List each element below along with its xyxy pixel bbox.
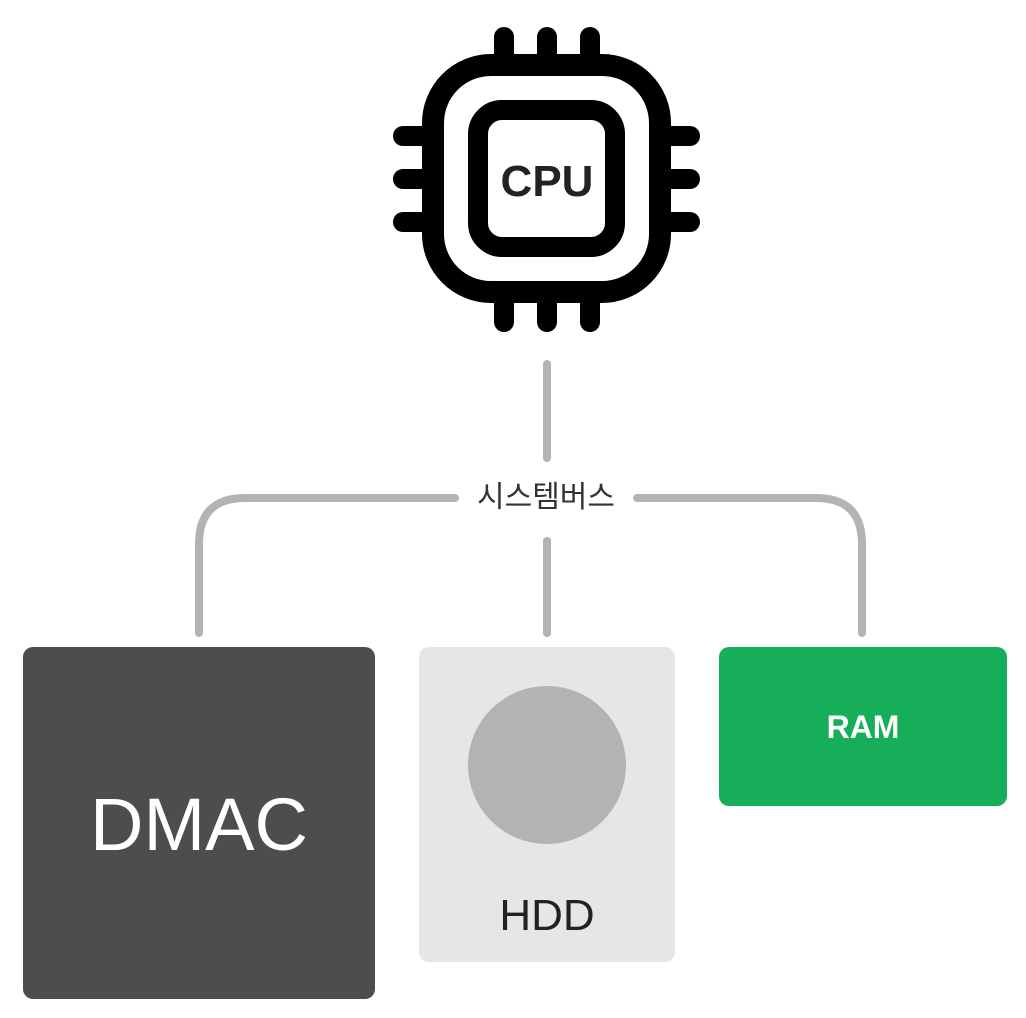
dmac-block: DMAC <box>23 647 375 999</box>
cpu-chip-icon: CPU <box>393 27 700 332</box>
dmac-label: DMAC <box>90 783 308 866</box>
hdd-block: HDD <box>419 647 675 962</box>
system-bus-label: 시스템버스 <box>477 480 615 515</box>
bus-to-ram-line <box>633 494 866 637</box>
bus-connectors <box>195 360 866 637</box>
hdd-disk-icon <box>468 686 626 844</box>
ram-block: RAM <box>719 647 1007 806</box>
chip-outer-body <box>422 54 671 303</box>
chip-inner-die <box>468 100 625 257</box>
hdd-label: HDD <box>499 891 595 940</box>
cpu-label: CPU <box>501 157 594 206</box>
bus-to-dmac-line <box>195 494 459 637</box>
ram-label: RAM <box>826 709 900 745</box>
